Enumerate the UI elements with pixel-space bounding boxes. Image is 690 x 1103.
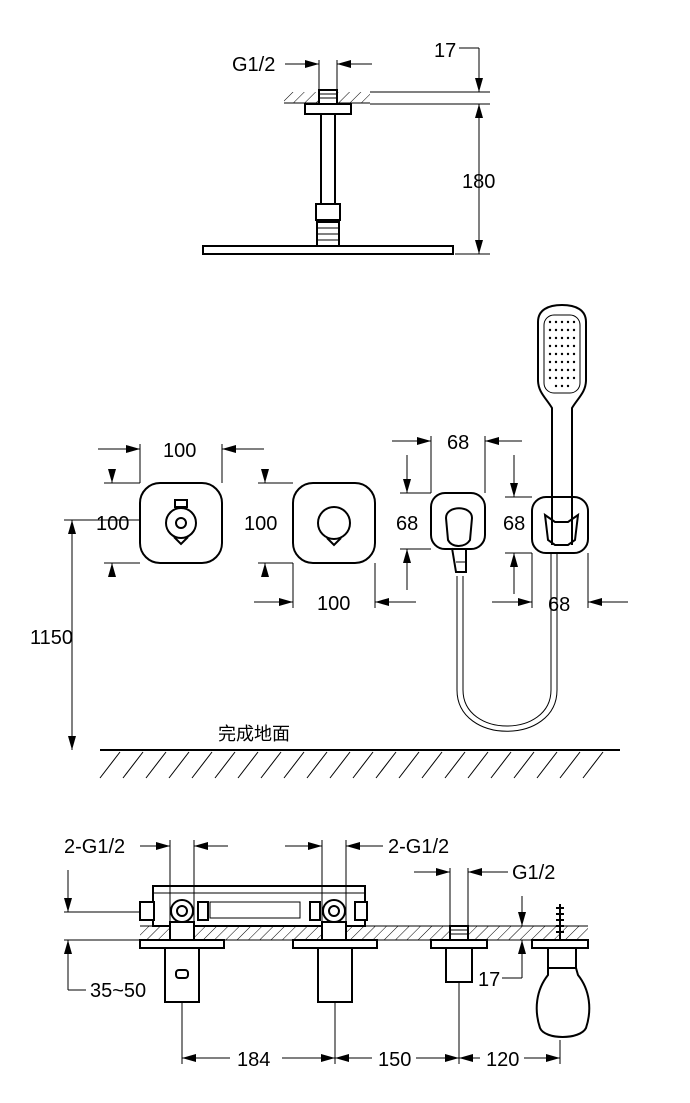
wall-hatch-band <box>140 926 588 940</box>
holder-height-label: 68 <box>503 513 525 535</box>
finished-floor-label: 完成地面 <box>218 724 290 745</box>
mount-height-label: 1150 <box>30 627 73 649</box>
wall-panels-view: 100 100 100 100 <box>30 303 628 779</box>
spout-width-label: 68 <box>447 432 469 454</box>
spout-height-label: 68 <box>396 513 418 535</box>
holder-width-label: 68 <box>548 594 570 616</box>
spacing-2-label: 150 <box>378 1049 411 1071</box>
overhead-wall-depth-label: 17 <box>434 40 456 62</box>
handle2-height-label: 100 <box>244 513 277 535</box>
outlet-body <box>445 947 473 983</box>
overhead-shower-view: G1/2 17 180 <box>202 40 495 255</box>
hand-shower-section <box>535 967 591 1038</box>
installation-section-view: 2-G1/2 2-G1/2 G1/2 35~50 17 <box>64 836 591 1071</box>
overhead-height-label: 180 <box>462 171 495 193</box>
depth-range-label: 35~50 <box>90 980 146 1002</box>
spacing-1-label: 184 <box>237 1049 270 1071</box>
thermostat-knob <box>317 947 353 1003</box>
thermostat-handle-plate <box>292 482 376 564</box>
spout-depth-label: 17 <box>478 969 500 991</box>
handle1-width-label: 100 <box>163 440 196 462</box>
floor-hatch <box>99 751 604 779</box>
overhead-thread-label: G1/2 <box>232 54 275 76</box>
hand-shower-holder-plate <box>531 496 589 554</box>
shower-hose <box>456 553 558 732</box>
hand-shower-head <box>537 303 587 499</box>
inlet-right-label: 2-G1/2 <box>388 836 449 858</box>
spacing-3-label: 120 <box>486 1049 519 1071</box>
diverter-knob <box>164 947 200 1003</box>
diverter-handle-plate <box>139 482 223 564</box>
spout-thread-label: G1/2 <box>512 862 555 884</box>
handle2-width-label: 100 <box>317 593 350 615</box>
spray-nozzles <box>548 320 576 388</box>
inlet-left-label: 2-G1/2 <box>64 836 125 858</box>
handle1-height-label: 100 <box>96 513 129 535</box>
wall-outlet-plate <box>430 492 486 550</box>
